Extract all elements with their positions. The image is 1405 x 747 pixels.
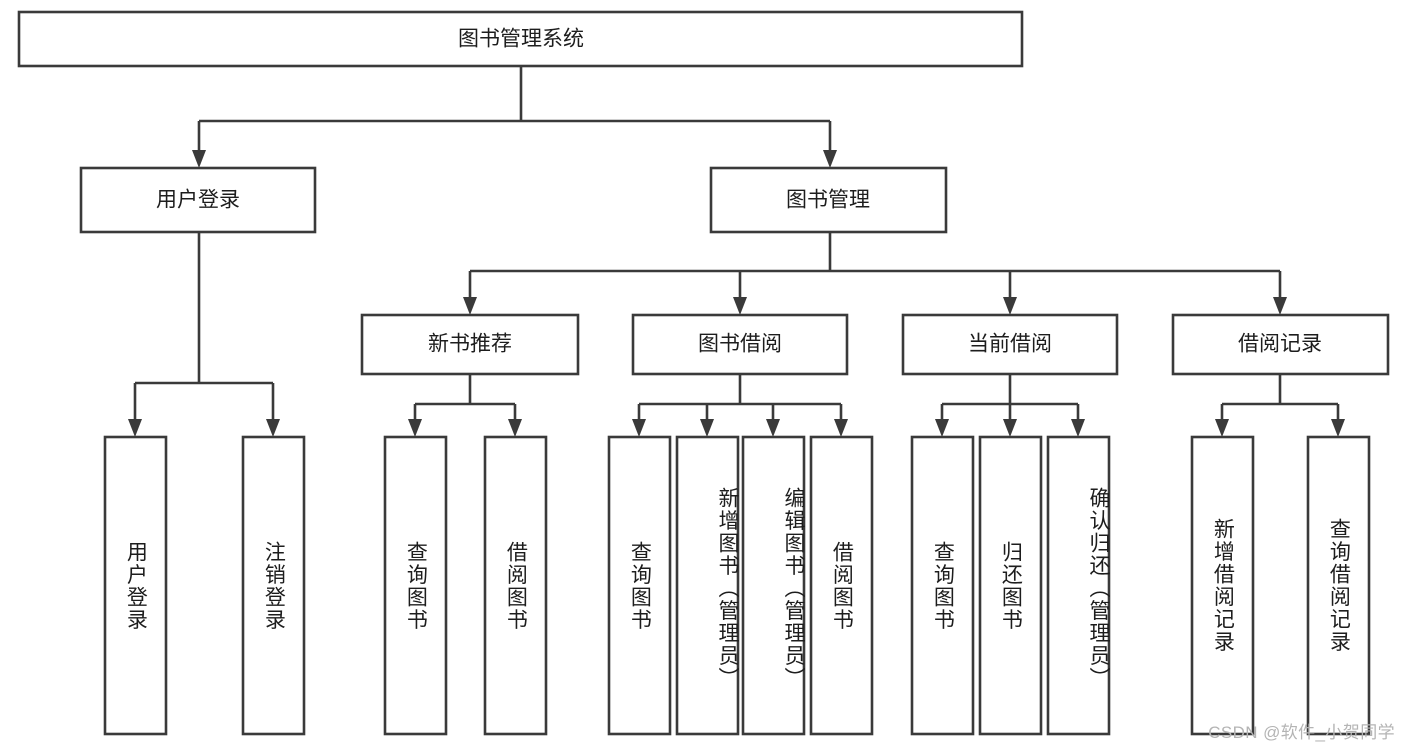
arrowhead-nb-leaf-1 — [408, 419, 422, 437]
leaf-label-borrow-book-b: 借阅图书 — [830, 540, 854, 631]
node-borrow-record-label: 借阅记录 — [1238, 333, 1322, 356]
leaf-box-query-book-b[interactable] — [607, 435, 672, 736]
arrowhead-nb-leaf-2 — [508, 419, 522, 437]
node-book-management-label: 图书管理 — [786, 189, 870, 212]
leaf-label-logout: 注销登录 — [262, 540, 286, 631]
leaf-box-return-book[interactable] — [978, 435, 1043, 736]
leaf-box-add-book[interactable] — [675, 435, 740, 736]
leaf-label-confirm-return: 确认归还（管理员） — [1087, 487, 1110, 690]
leaf-label-borrow-book-a: 借阅图书 — [504, 540, 528, 631]
node-book-borrow-label: 图书借阅 — [698, 333, 782, 356]
leaf-label-query-record: 查询借阅记录 — [1327, 518, 1351, 653]
leaf-box-query-record[interactable] — [1306, 435, 1371, 736]
leaf-label-query-book-b: 查询图书 — [628, 540, 652, 631]
leaf-label-add-book: 新增图书（管理员） — [716, 487, 739, 690]
arrowhead-book-mgmt — [823, 150, 837, 168]
leaf-label-query-book-a: 查询图书 — [404, 540, 428, 631]
node-user-login[interactable] — [79, 166, 317, 234]
arrowhead-cb-leaf-3 — [1071, 419, 1085, 437]
node-borrow-record[interactable] — [1171, 313, 1390, 376]
node-new-book-recommend-label: 新书推荐 — [428, 333, 512, 356]
arrowhead-new-book — [463, 297, 477, 315]
arrowhead-br-leaf-1 — [1215, 419, 1229, 437]
leaf-label-edit-book: 编辑图书（管理员） — [782, 487, 805, 690]
arrowhead-br-leaf-2 — [1331, 419, 1345, 437]
leaf-box-add-record[interactable] — [1190, 435, 1255, 736]
arrowhead-book-borrow — [733, 297, 747, 315]
leaf-box-edit-book[interactable] — [741, 435, 806, 736]
leaf-box-logout[interactable] — [241, 435, 306, 736]
leaf-box-borrow-book-b[interactable] — [809, 435, 874, 736]
leaf-label-return-book: 归还图书 — [999, 540, 1023, 631]
watermark-text: CSDN @软件_小贺同学 — [1208, 723, 1395, 742]
node-current-borrow-label: 当前借阅 — [968, 333, 1052, 356]
arrowhead-user-login — [192, 150, 206, 168]
arrowhead-cb-leaf-2 — [1003, 419, 1017, 437]
leaf-box-query-book-c[interactable] — [910, 435, 975, 736]
arrowhead-bb-leaf-1 — [632, 419, 646, 437]
node-root-title-label: 图书管理系统 — [458, 28, 584, 51]
node-book-management[interactable] — [709, 166, 948, 234]
arrowhead-leaf-logout — [266, 419, 280, 437]
leaf-label-add-record: 新增借阅记录 — [1211, 518, 1235, 653]
node-user-login-label: 用户登录 — [156, 189, 240, 212]
leaf-box-user-login[interactable] — [103, 435, 168, 736]
arrowhead-bb-leaf-3 — [766, 419, 780, 437]
leaf-label-query-book-c: 查询图书 — [931, 540, 955, 631]
arrowhead-bb-leaf-4 — [834, 419, 848, 437]
leaf-box-confirm-return[interactable] — [1046, 435, 1111, 736]
arrowhead-cb-leaf-1 — [935, 419, 949, 437]
leaf-box-borrow-book-a[interactable] — [483, 435, 548, 736]
leaf-label-user-login: 用户登录 — [124, 540, 148, 631]
connector-group — [128, 66, 1345, 437]
node-root-title[interactable] — [17, 10, 1024, 68]
arrowhead-current-borrow — [1003, 297, 1017, 315]
node-new-book-recommend[interactable] — [360, 313, 580, 376]
node-book-borrow[interactable] — [631, 313, 849, 376]
node-box-group: 图书管理系统 用户登录 图书管理 新书推荐 图书借阅 当前借阅 借阅记录 — [17, 10, 1390, 376]
arrowhead-leaf-user-login — [128, 419, 142, 437]
arrowhead-bb-leaf-2 — [700, 419, 714, 437]
node-current-borrow[interactable] — [901, 313, 1119, 376]
leaf-box-query-book-a[interactable] — [383, 435, 448, 736]
leaf-box-group — [103, 435, 1371, 736]
arrowhead-borrow-record — [1273, 297, 1287, 315]
